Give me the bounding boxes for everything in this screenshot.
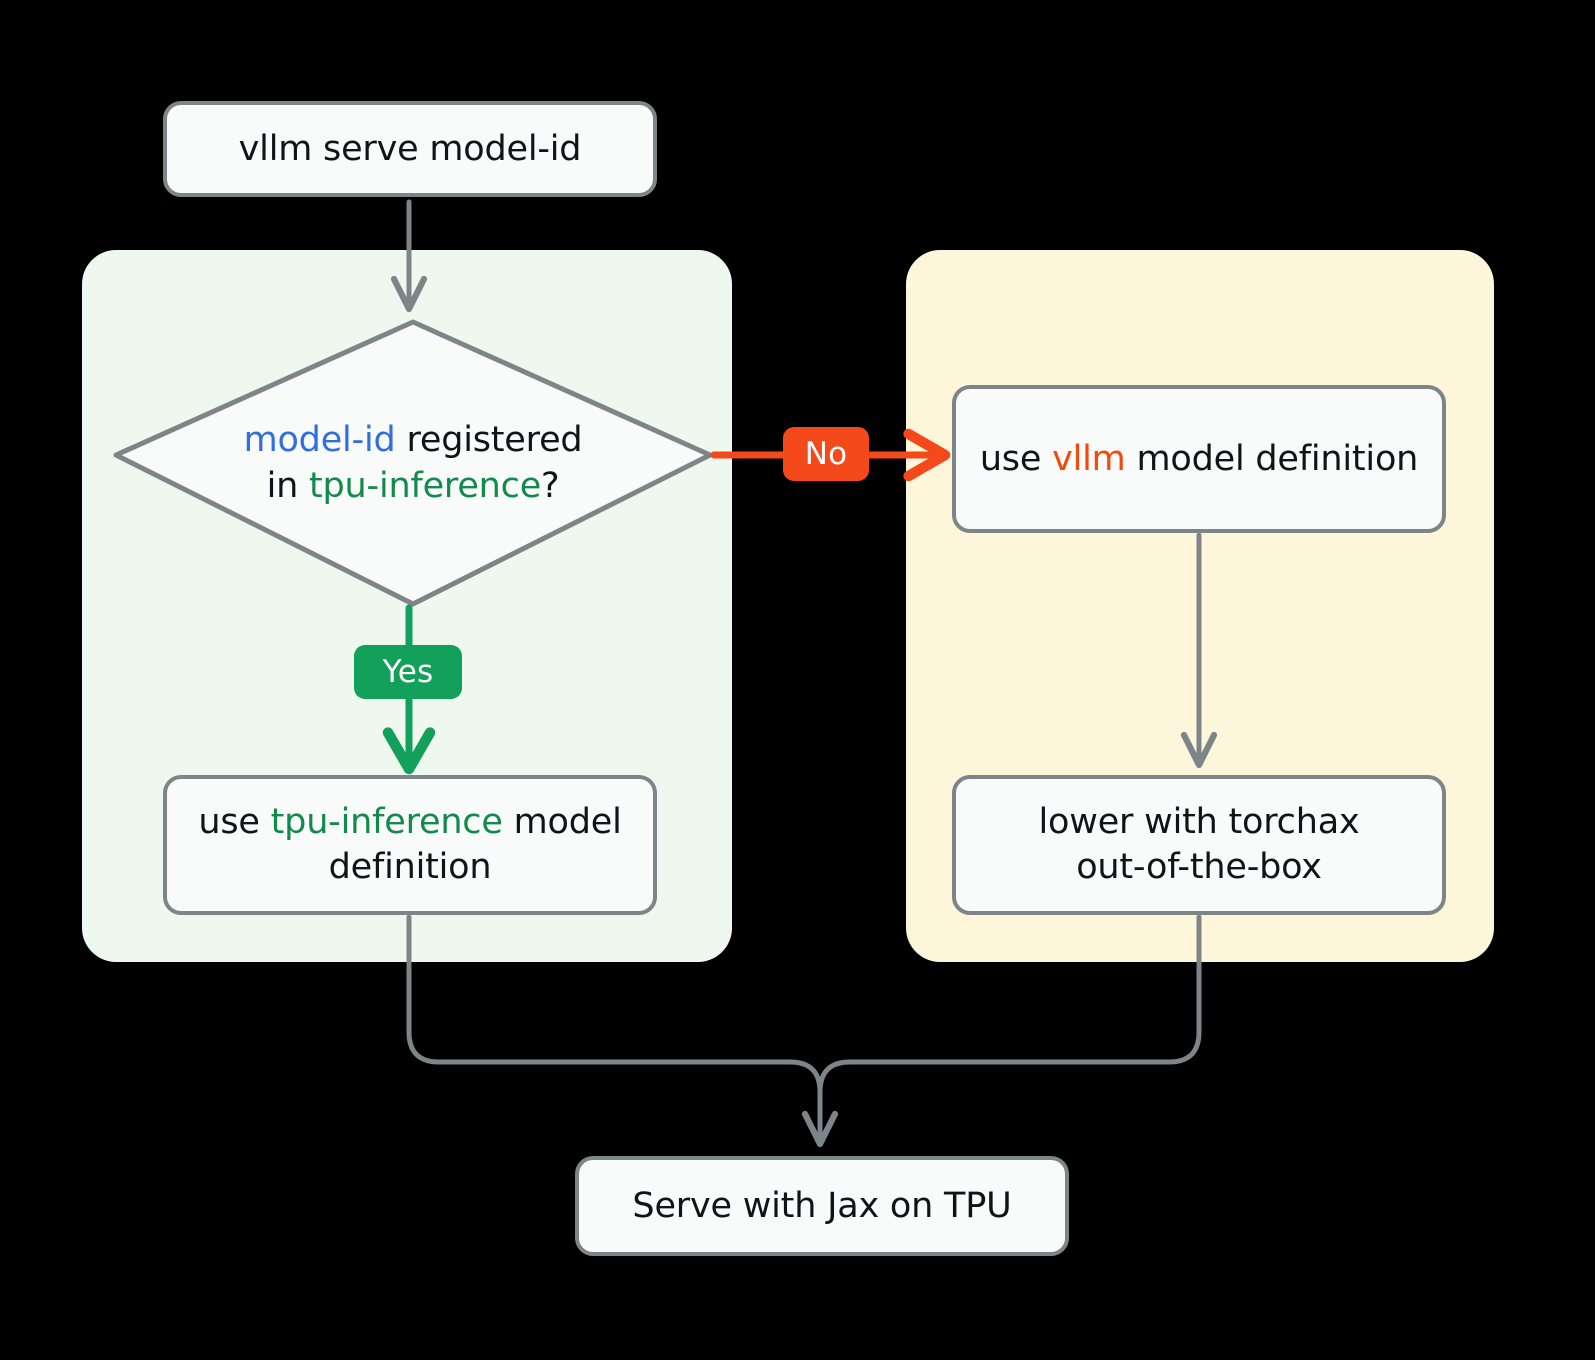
- tpu-def-prefix: use: [198, 802, 271, 843]
- decision-text-in: in: [266, 466, 309, 506]
- tpu-def-suffix: model definition: [328, 802, 622, 887]
- node-serve[interactable]: Serve with Jax on TPU: [575, 1156, 1069, 1256]
- vllm-def-prefix: use: [979, 438, 1053, 479]
- node-start[interactable]: vllm serve model-id: [163, 101, 657, 197]
- edge-label-yes-text: Yes: [382, 654, 434, 690]
- node-vllm-definition-label: use vllm model definition: [979, 437, 1419, 482]
- decision-text-question: ?: [541, 466, 560, 506]
- edge-label-no-text: No: [804, 436, 848, 472]
- decision-keyword-tpu-inference: tpu-inference: [309, 466, 542, 506]
- decision-keyword-model-id: model-id: [243, 419, 396, 460]
- vllm-def-keyword: vllm: [1052, 438, 1126, 479]
- edge-label-yes: Yes: [354, 645, 462, 699]
- node-torchax[interactable]: lower with torchax out-of-the-box: [952, 775, 1446, 915]
- torchax-line-1: lower with torchax: [1038, 802, 1360, 843]
- tpu-def-keyword: tpu-inference: [270, 802, 503, 843]
- node-tpu-definition[interactable]: use tpu-inference model definition: [163, 775, 657, 915]
- edge-label-no: No: [783, 427, 869, 481]
- node-start-label: vllm serve model-id: [238, 128, 582, 169]
- node-vllm-definition[interactable]: use vllm model definition: [952, 385, 1446, 533]
- node-tpu-definition-label: use tpu-inference model definition: [189, 800, 631, 890]
- vllm-def-suffix: model definition: [1125, 438, 1419, 479]
- decision-text-registered: registered: [395, 419, 583, 460]
- node-decision-label: model-id registered in tpu-inference?: [110, 318, 716, 608]
- torchax-line-2: out-of-the-box: [1076, 847, 1322, 887]
- node-torchax-label: lower with torchax out-of-the-box: [1039, 800, 1360, 890]
- node-serve-label: Serve with Jax on TPU: [632, 1185, 1012, 1226]
- node-decision[interactable]: model-id registered in tpu-inference?: [110, 318, 716, 608]
